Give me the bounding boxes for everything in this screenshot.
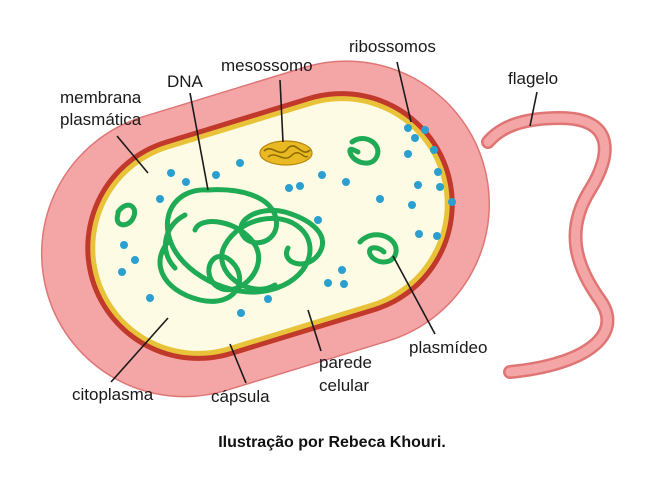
illustration-credit: Ilustração por Rebeca Khouri. bbox=[218, 434, 446, 451]
label-membrana-plasmatica-line2: plasmática bbox=[60, 110, 142, 129]
leader-citoplasma bbox=[110, 317, 169, 383]
ribosomes bbox=[118, 124, 456, 317]
leader-plasmideo bbox=[392, 255, 436, 335]
plasmid bbox=[357, 232, 399, 265]
flagellum-fill bbox=[483, 113, 612, 377]
label-mesossomo: mesossomo bbox=[221, 56, 313, 75]
label-ribossomos: ribossomos bbox=[349, 37, 436, 56]
leader-flagelo bbox=[529, 91, 538, 127]
leader-membrana bbox=[116, 135, 149, 174]
dna bbox=[157, 187, 326, 304]
leader-capsula bbox=[229, 343, 247, 384]
label-flagelo: flagelo bbox=[508, 69, 558, 88]
leader-mesossomo bbox=[279, 79, 284, 143]
label-membrana-plasmatica-line1: membrana bbox=[60, 88, 142, 107]
plasmid bbox=[114, 202, 138, 228]
label-capsula: cápsula bbox=[211, 387, 270, 406]
label-parede-celular-line2: celular bbox=[319, 376, 369, 395]
label-parede-celular-line1: parede bbox=[319, 353, 372, 372]
leader-dna bbox=[189, 92, 209, 191]
label-plasmideo: plasmídeo bbox=[409, 338, 487, 357]
leader-parede bbox=[307, 309, 322, 352]
label-dna: DNA bbox=[167, 72, 204, 91]
label-citoplasma: citoplasma bbox=[72, 385, 154, 404]
leader-ribossomos bbox=[396, 61, 412, 123]
flagellum bbox=[481, 110, 615, 379]
plasmid bbox=[347, 135, 381, 166]
mesosome bbox=[259, 140, 313, 166]
